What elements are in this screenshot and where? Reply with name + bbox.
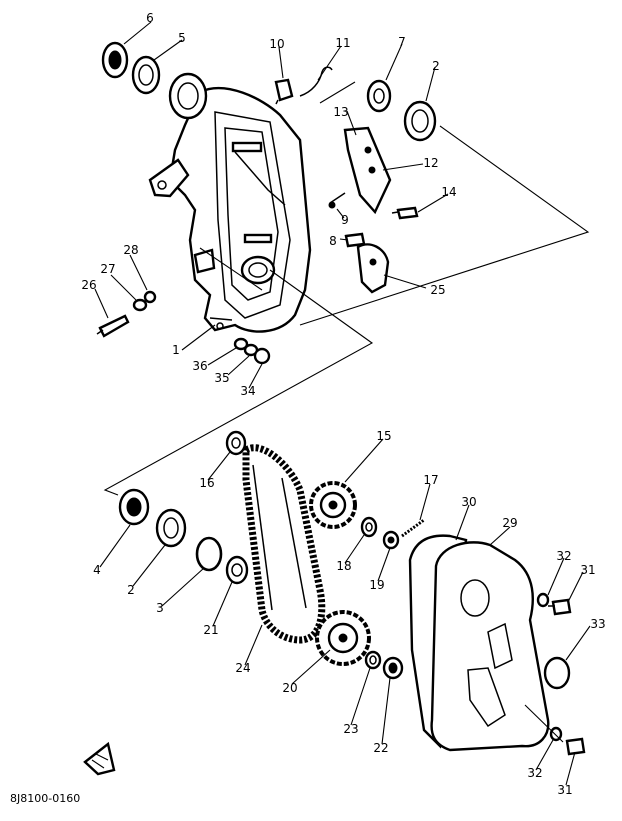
callout-10: 10 — [269, 37, 285, 51]
callout-23: 23 — [343, 722, 359, 736]
callout-25: 25 — [430, 283, 446, 297]
callout-1: 1 — [172, 343, 180, 357]
tensioner-25 — [356, 243, 390, 294]
sprocket-15 — [309, 481, 357, 529]
callout-6: 6 — [146, 11, 154, 25]
cover-29 — [430, 541, 550, 752]
circlip-3 — [195, 536, 223, 572]
chain-24 — [242, 444, 326, 644]
bolt-31-lower — [524, 704, 586, 756]
callout-35: 35 — [214, 371, 230, 385]
washer-32-upper — [536, 592, 550, 608]
seal-6 — [101, 41, 129, 79]
fitting-10 — [274, 78, 294, 105]
callout-16: 16 — [199, 476, 215, 490]
callout-26: 26 — [81, 278, 97, 292]
collar-21 — [225, 555, 249, 585]
washer-18 — [360, 516, 378, 538]
callout-24: 24 — [235, 661, 251, 675]
guide-lines — [103, 81, 590, 496]
callout-33: 33 — [590, 617, 606, 631]
leader-lines — [94, 21, 591, 786]
callout-21: 21 — [203, 623, 219, 637]
chaincase-housing — [148, 72, 312, 333]
callout-2-lower: 2 — [127, 583, 135, 597]
collar-7 — [366, 79, 392, 113]
callout-32-lower: 32 — [527, 766, 543, 780]
callout-9: 9 — [341, 213, 349, 227]
callout-17: 17 — [423, 473, 439, 487]
nut-34 — [253, 347, 271, 365]
bearing-2-upper — [403, 100, 437, 142]
washer-36 — [233, 337, 249, 351]
callout-20: 20 — [282, 681, 298, 695]
bolt-14 — [391, 206, 419, 220]
callout-2-upper: 2 — [432, 59, 440, 73]
callout-11: 11 — [335, 36, 351, 50]
callout-5: 5 — [178, 31, 186, 45]
callout-22: 22 — [373, 741, 389, 755]
callout-32-upper: 32 — [556, 549, 572, 563]
cap-33 — [543, 656, 571, 690]
bearing-5 — [131, 55, 161, 95]
washer-28 — [143, 290, 157, 304]
callout-28: 28 — [123, 243, 139, 257]
seal-16 — [225, 430, 247, 456]
callout-34: 34 — [240, 384, 256, 398]
plate-13 — [343, 126, 392, 215]
callout-27: 27 — [100, 262, 116, 276]
callout-36: 36 — [192, 359, 208, 373]
figure-code: 8J8100-0160 — [10, 792, 81, 805]
callout-7: 7 — [398, 35, 406, 49]
callout-15: 15 — [376, 429, 392, 443]
bearing-2-lower — [155, 508, 187, 548]
bolt-31-upper — [548, 598, 572, 616]
washer-27 — [132, 298, 148, 312]
clip-11 — [299, 66, 333, 97]
callout-8: 8 — [329, 234, 337, 248]
callout-3: 3 — [156, 601, 164, 615]
callout-29: 29 — [502, 516, 518, 530]
callout-31-lower: 31 — [557, 783, 573, 797]
sprocket-20 — [315, 610, 371, 666]
bolt-17 — [401, 518, 425, 538]
callout-18: 18 — [336, 559, 352, 573]
callout-12: 12 — [423, 156, 439, 170]
nut-22 — [382, 656, 404, 680]
washer-9 — [328, 192, 346, 209]
callout-13: 13 — [333, 105, 349, 119]
nut-19 — [382, 530, 400, 550]
seal-4 — [118, 488, 150, 526]
front-arrow-icon — [83, 741, 116, 776]
callout-19: 19 — [369, 578, 385, 592]
callout-4: 4 — [93, 563, 101, 577]
callout-30: 30 — [461, 495, 477, 509]
callout-31-upper: 31 — [580, 563, 596, 577]
bolt-26 — [96, 314, 130, 338]
callout-14: 14 — [441, 185, 457, 199]
washer-23 — [364, 650, 382, 670]
